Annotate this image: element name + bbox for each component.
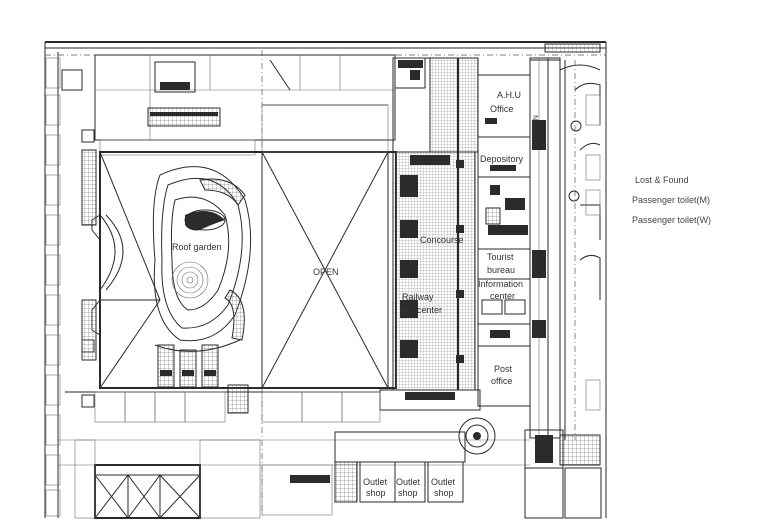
roof-garden [152, 166, 252, 352]
label-outlet-3b: shop [434, 488, 454, 498]
label-ahu-1: A.H.U [497, 90, 521, 100]
label-depository: Depository [480, 154, 524, 164]
label-concourse: Concourse [420, 235, 464, 245]
label-post-1: Post [494, 364, 513, 374]
label-outlet-3: Outlet [431, 477, 456, 487]
label-outlet-2: Outlet [396, 477, 421, 487]
east-corridor [529, 57, 601, 466]
south-west-block [74, 439, 261, 519]
top-strip-rooms [94, 54, 396, 156]
top-right-entrance [394, 43, 601, 89]
label-tourist-2: bureau [487, 265, 515, 275]
label-open-small-2: OPEN [533, 257, 540, 277]
label-outlet-2b: shop [398, 488, 418, 498]
label-information-2: center [490, 291, 515, 301]
label-tourist-1: Tourist [487, 252, 514, 262]
legend-lost-found: Lost & Found [635, 175, 689, 185]
roundabout [458, 417, 602, 519]
label-post-2: office [491, 376, 512, 386]
label-information-1: Information [478, 279, 523, 289]
room-labels: Roof garden OPEN Concourse Railway info … [172, 90, 540, 498]
label-roof-garden: Roof garden [172, 242, 222, 252]
service-rooms [477, 74, 531, 407]
main-hall [99, 104, 397, 389]
left-grid-cells [45, 57, 95, 517]
label-railway-info-1: Railway [402, 292, 434, 302]
south-rooms [58, 391, 530, 466]
legend-toilet-m: Passenger toilet(M) [632, 195, 710, 205]
label-ahu-2: Office [490, 104, 513, 114]
label-outlet-1: Outlet [363, 477, 388, 487]
legend-toilet-w: Passenger toilet(W) [632, 215, 711, 225]
label-open-small-1: OPEN [533, 115, 540, 135]
legend: Lost & Found Passenger toilet(M) Passeng… [632, 175, 711, 225]
concourse [379, 57, 481, 411]
outlet-shops [261, 431, 466, 516]
escalators [157, 344, 249, 414]
label-railway-info-2: info center [400, 305, 442, 315]
label-outlet-1b: shop [366, 488, 386, 498]
label-open: OPEN [313, 267, 339, 277]
left-wing [81, 149, 161, 389]
